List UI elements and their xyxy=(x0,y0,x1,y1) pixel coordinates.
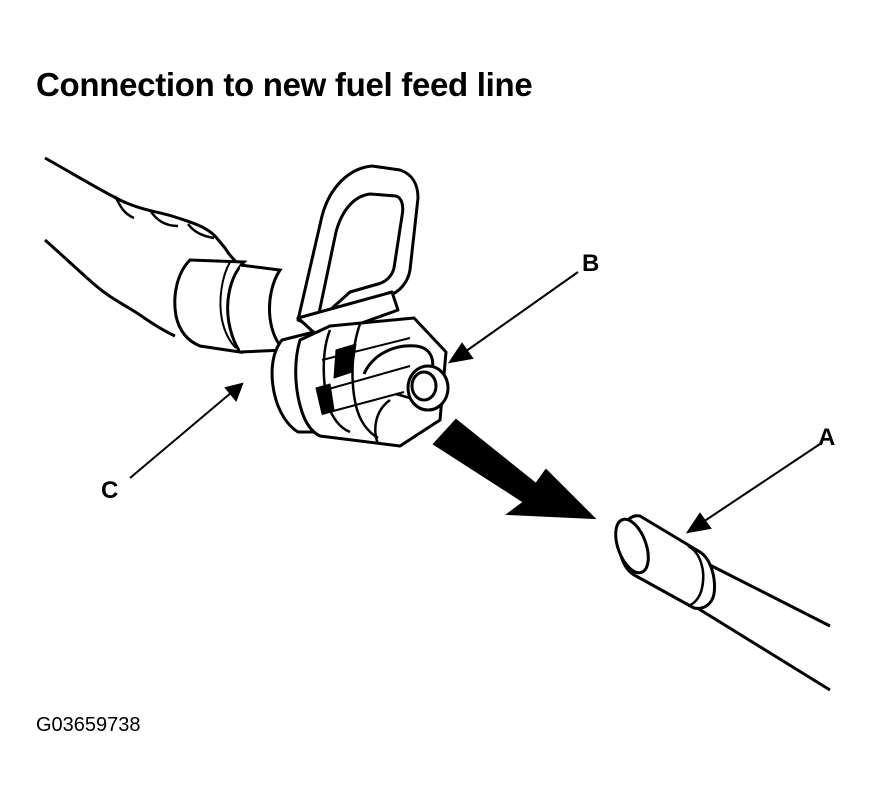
callout-label-a: A xyxy=(818,424,836,451)
callout-label-c: C xyxy=(101,477,119,504)
hose-collar xyxy=(173,258,288,354)
leader-arrowhead-b xyxy=(447,342,474,364)
direction-arrow xyxy=(432,418,597,520)
fuel-hose xyxy=(44,156,241,338)
leader-line-c xyxy=(129,391,233,479)
figure-code: G03659738 xyxy=(36,714,141,736)
leader-line-b xyxy=(461,271,579,355)
leader-arrowhead-c xyxy=(224,382,244,402)
page-title: Connection to new fuel feed line xyxy=(36,66,533,103)
leader-line-a xyxy=(699,443,821,525)
leader-arrowhead-a xyxy=(685,512,712,534)
quick-connector xyxy=(270,164,450,448)
callout-label-b: B xyxy=(582,250,600,277)
fuel-feed-line-pipe xyxy=(614,514,831,692)
leader-lines xyxy=(129,271,821,534)
